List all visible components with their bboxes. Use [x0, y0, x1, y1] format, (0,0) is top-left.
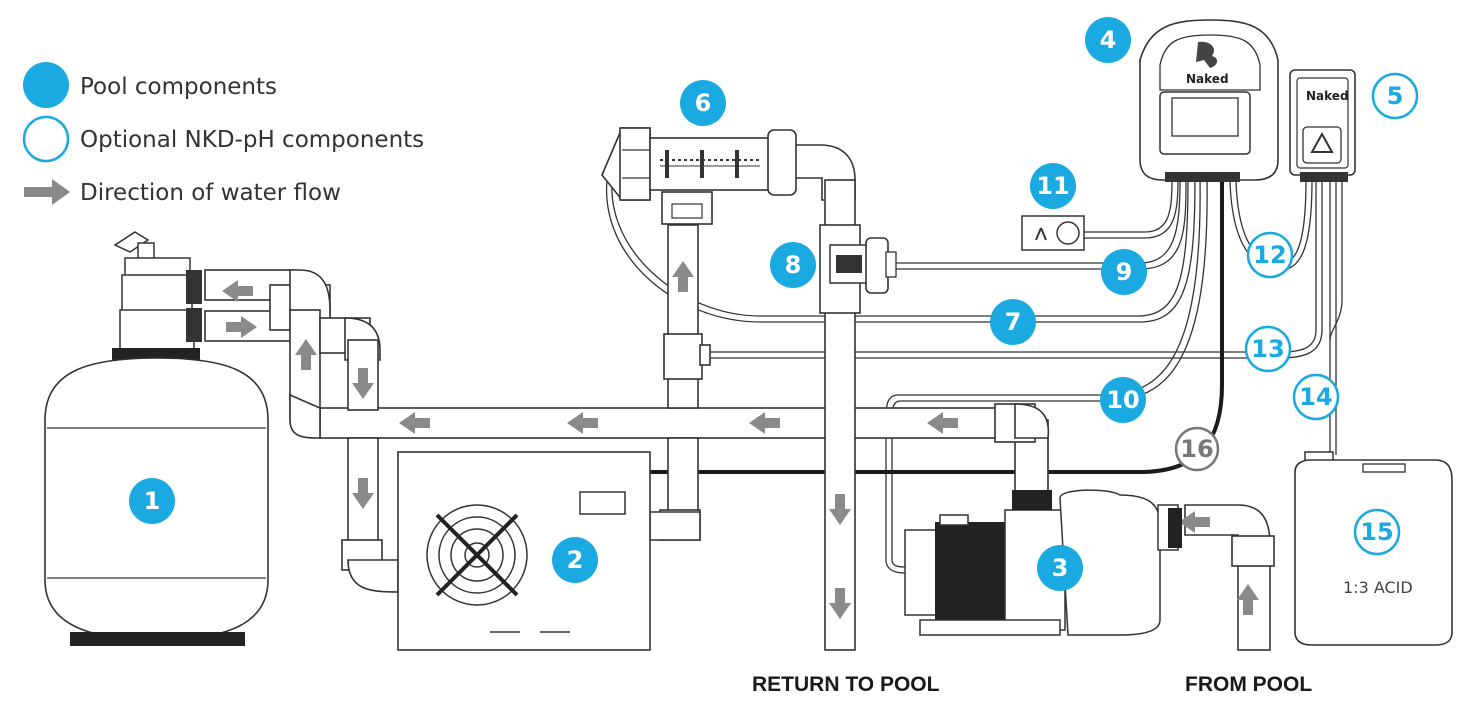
badge-5: 5 [1371, 72, 1419, 120]
svg-text:10: 10 [1106, 386, 1139, 414]
badge-2: 2 [552, 537, 598, 583]
badge-14: 14 [1292, 373, 1340, 421]
controller-brand: Naked [1186, 72, 1229, 86]
svg-text:7: 7 [1005, 308, 1022, 336]
cable-7 [606, 179, 1196, 323]
chlorinator-controller: Naked [1139, 19, 1279, 182]
flow-arrow-icon [295, 339, 317, 370]
flow-arrow-icon [1237, 584, 1259, 615]
badge-16: 16 [1174, 426, 1220, 472]
ph-dosing-unit: Naked [1289, 69, 1356, 182]
flow-arrow-icon [222, 280, 253, 302]
svg-text:11: 11 [1036, 172, 1069, 200]
legend-water-flow: Direction of water flow [80, 180, 341, 206]
return-to-pool-label: RETURN TO POOL [752, 673, 940, 696]
badge-1: 1 [129, 478, 175, 524]
badges: 1 2 3 4 5 6 7 8 [129, 17, 1419, 591]
svg-text:16: 16 [1180, 435, 1213, 463]
legend-optional-components: Optional NKD-pH components [80, 127, 424, 153]
badge-6: 6 [680, 80, 726, 126]
flow-arrow-icon [749, 412, 780, 434]
legend-flow-arrow-icon [24, 179, 70, 205]
svg-text:15: 15 [1360, 518, 1393, 546]
badge-9: 9 [1101, 249, 1147, 295]
badge-4: 4 [1085, 17, 1131, 63]
tank-label: 1:3 ACID [1343, 578, 1413, 597]
power-outlet [1021, 215, 1085, 251]
chlorinator-cell [601, 127, 797, 225]
flow-arrow-icon [1179, 511, 1210, 533]
flow-switch [829, 237, 897, 294]
badge-8: 8 [770, 242, 816, 288]
svg-text:9: 9 [1116, 258, 1133, 286]
flow-arrow-icon [567, 412, 598, 434]
badge-10: 10 [1100, 377, 1146, 423]
cable-10 [885, 179, 1201, 574]
svg-text:8: 8 [785, 251, 802, 279]
legend-pool-components: Pool components [80, 74, 277, 100]
legend-outline-circle-icon [22, 115, 70, 163]
svg-text:6: 6 [695, 89, 712, 117]
flow-arrow-icon [672, 261, 694, 292]
svg-text:3: 3 [1052, 554, 1069, 582]
from-pool-label: FROM POOL [1185, 673, 1312, 696]
svg-text:13: 13 [1251, 335, 1284, 363]
cable-11 [1083, 177, 1173, 233]
flow-arrow-icon [352, 478, 374, 509]
flow-arrow-icon [399, 412, 430, 434]
flow-arrow-icon [829, 494, 851, 525]
badge-12: 12 [1246, 231, 1294, 279]
heat-pump [397, 451, 651, 651]
peristaltic-pump-icon [1310, 131, 1334, 153]
svg-text:1: 1 [144, 487, 161, 515]
legend-filled-circle-icon [23, 62, 69, 108]
svg-text:2: 2 [567, 546, 584, 574]
badge-3: 3 [1037, 545, 1083, 591]
flow-arrow-icon [352, 368, 374, 399]
socket-icon [1035, 227, 1047, 241]
flow-arrow-icon [226, 316, 257, 338]
naked-logo-icon [1196, 41, 1218, 68]
svg-text:5: 5 [1387, 82, 1404, 110]
fan-icon [426, 504, 528, 606]
flow-arrow-icon [927, 412, 958, 434]
flow-arrows [222, 261, 1259, 619]
ph-unit-brand: Naked [1306, 89, 1349, 103]
svg-text:4: 4 [1100, 26, 1117, 54]
badge-13: 13 [1244, 325, 1292, 373]
svg-text:14: 14 [1299, 383, 1332, 411]
flow-arrow-icon [829, 588, 851, 619]
badge-11: 11 [1030, 163, 1076, 209]
badge-15: 15 [1353, 508, 1401, 556]
legend: Pool components Optional NKD-pH componen… [22, 62, 424, 206]
badge-7: 7 [990, 299, 1036, 345]
svg-text:12: 12 [1253, 241, 1286, 269]
